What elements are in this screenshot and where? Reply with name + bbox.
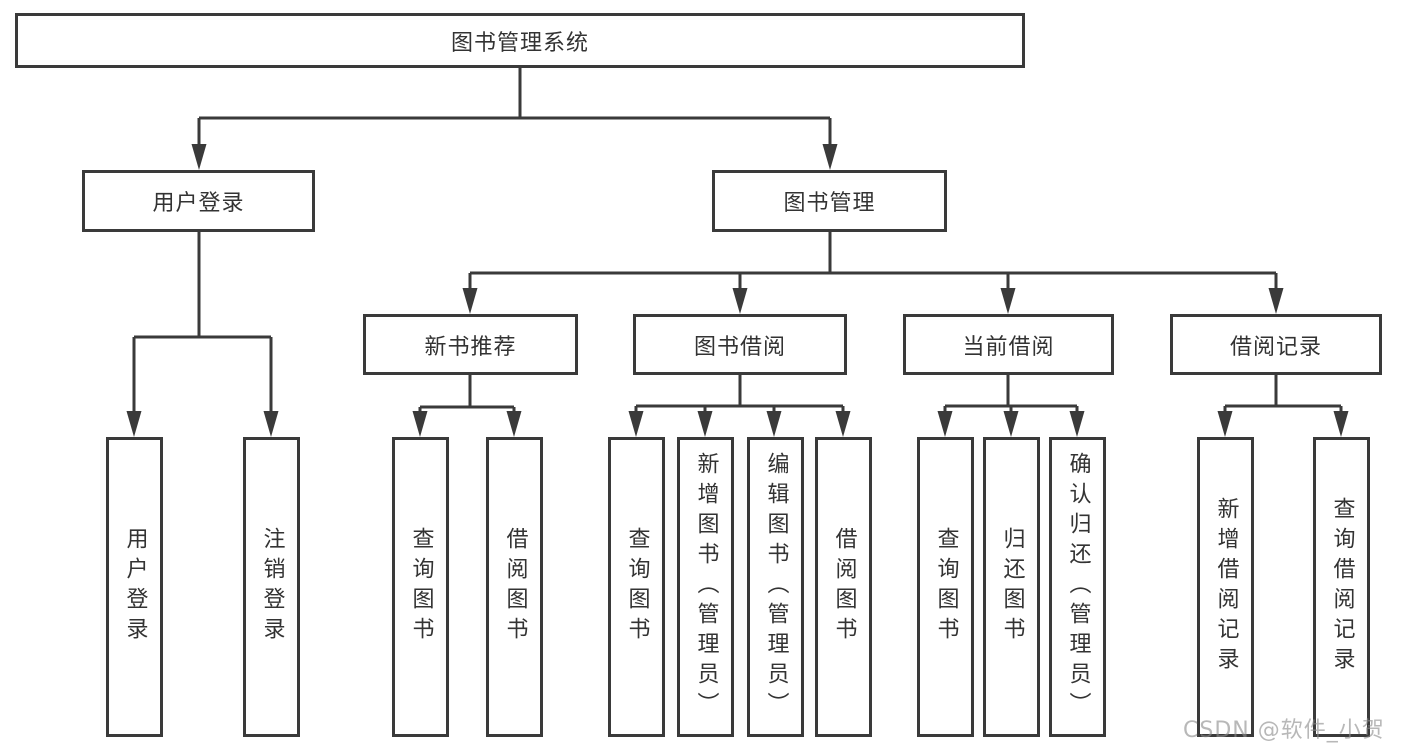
node-leaf-confirm-return-admin: 确认归还（管理员） bbox=[1049, 437, 1106, 737]
watermark: CSDN @软件_小贺同学 bbox=[1183, 718, 1385, 743]
node-leaf-add-borrow-record: 新增借阅记录 bbox=[1197, 437, 1254, 737]
node-library-system: 图书管理系统 bbox=[15, 13, 1025, 68]
node-leaf-logout: 注销登录 bbox=[243, 437, 300, 737]
node-leaf-query-books-1: 查询图书 bbox=[392, 437, 449, 737]
node-new-book-recommend: 新书推荐 bbox=[363, 314, 578, 375]
node-leaf-return-books: 归还图书 bbox=[983, 437, 1040, 737]
node-leaf-borrow-books-1: 借阅图书 bbox=[486, 437, 543, 737]
node-user-login: 用户登录 bbox=[82, 170, 315, 232]
node-leaf-query-borrow-record: 查询借阅记录 bbox=[1313, 437, 1370, 737]
node-leaf-borrow-books-2: 借阅图书 bbox=[815, 437, 872, 737]
node-leaf-edit-books-admin: 编辑图书（管理员） bbox=[747, 437, 804, 737]
node-current-borrowing: 当前借阅 bbox=[903, 314, 1114, 375]
node-leaf-add-books-admin: 新增图书（管理员） bbox=[677, 437, 734, 737]
node-leaf-user-login: 用户登录 bbox=[106, 437, 163, 737]
node-borrowing-records: 借阅记录 bbox=[1170, 314, 1382, 375]
node-leaf-query-books-2: 查询图书 bbox=[608, 437, 665, 737]
node-book-borrowing: 图书借阅 bbox=[633, 314, 847, 375]
node-book-management: 图书管理 bbox=[712, 170, 947, 232]
node-leaf-query-books-3: 查询图书 bbox=[917, 437, 974, 737]
